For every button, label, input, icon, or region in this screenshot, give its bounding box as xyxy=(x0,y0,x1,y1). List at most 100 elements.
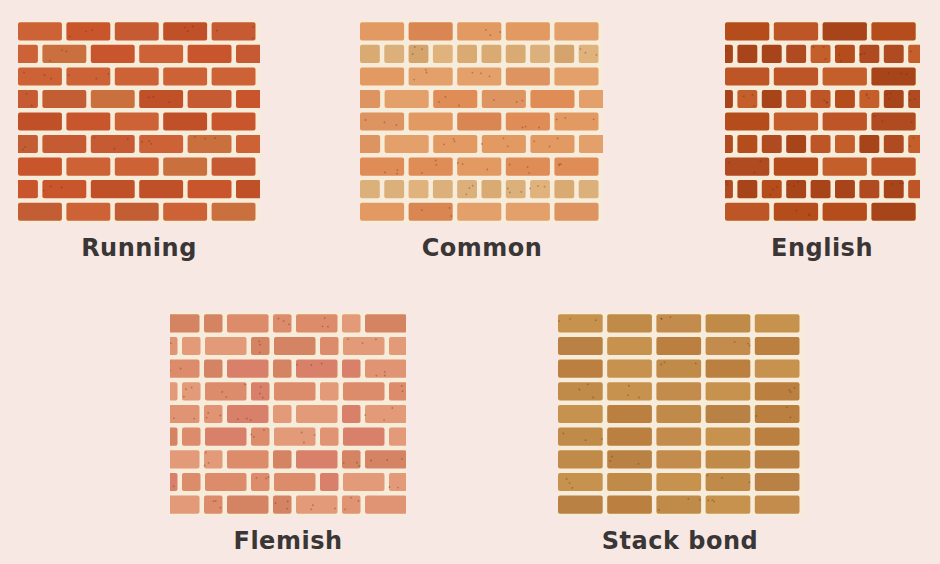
brick-speck xyxy=(537,185,539,187)
brick xyxy=(706,473,751,491)
brick xyxy=(835,135,855,153)
brick xyxy=(558,473,603,491)
brick xyxy=(170,337,178,355)
brick-speck xyxy=(322,325,324,327)
brick-speck xyxy=(706,475,708,477)
brick-speck xyxy=(288,323,290,325)
brick xyxy=(706,382,751,400)
brick xyxy=(506,158,550,176)
brick xyxy=(823,203,867,221)
brick-speck xyxy=(658,509,660,511)
brick xyxy=(755,360,800,378)
brick xyxy=(18,203,62,221)
brick-speck xyxy=(286,508,288,510)
brick xyxy=(706,428,751,446)
brick xyxy=(908,45,920,63)
brick xyxy=(365,450,406,468)
brick-speck xyxy=(481,143,483,145)
brick-speck xyxy=(485,29,487,31)
brick-speck xyxy=(364,414,366,416)
brick-speck xyxy=(688,498,690,500)
brick-speck xyxy=(68,74,70,76)
brick-speck xyxy=(260,386,262,388)
brick-speck xyxy=(208,462,210,464)
brick xyxy=(607,450,652,468)
flemish-wall xyxy=(170,312,406,516)
brick xyxy=(859,180,879,198)
brick-speck xyxy=(50,78,52,80)
brick-speck xyxy=(365,119,367,121)
brick-speck xyxy=(375,338,377,340)
brick-speck xyxy=(749,345,751,347)
brick-speck xyxy=(215,500,217,502)
brick xyxy=(457,158,501,176)
bond-label: Stack bond xyxy=(602,527,758,555)
brick xyxy=(706,337,751,355)
brick-speck xyxy=(533,140,535,142)
brick xyxy=(558,496,603,514)
brick-speck xyxy=(754,172,756,174)
brick xyxy=(554,203,598,221)
brick-speck xyxy=(275,502,277,504)
brick-speck xyxy=(287,501,289,503)
brick xyxy=(139,135,183,153)
brick-speck xyxy=(609,460,611,462)
brick xyxy=(506,67,550,85)
brick xyxy=(360,22,404,40)
brick-speck xyxy=(61,49,63,51)
brick-speck xyxy=(786,406,788,408)
brick xyxy=(656,360,701,378)
common-wall xyxy=(360,20,603,223)
brick-speck xyxy=(797,181,799,183)
brick-speck xyxy=(389,486,391,488)
brick-speck xyxy=(839,54,841,56)
brick xyxy=(656,450,701,468)
brick-speck xyxy=(450,215,452,217)
brick-speck xyxy=(445,96,447,98)
brick-speck xyxy=(252,37,254,39)
brick xyxy=(774,22,818,40)
brick-speck xyxy=(770,194,772,196)
brick-speck xyxy=(909,93,911,95)
brick-speck xyxy=(695,363,697,365)
brick-speck xyxy=(191,387,193,389)
brick xyxy=(18,135,38,153)
brick xyxy=(170,382,178,400)
brick xyxy=(737,180,757,198)
brick-speck xyxy=(727,184,729,186)
brick-speck xyxy=(258,341,260,343)
brick xyxy=(163,113,207,131)
brick-speck xyxy=(772,189,774,191)
brick xyxy=(342,450,361,468)
brick xyxy=(859,45,879,63)
brick xyxy=(871,158,915,176)
brick-speck xyxy=(91,29,93,31)
brick xyxy=(296,314,338,332)
brick-speck xyxy=(587,383,589,385)
brick-speck xyxy=(557,138,559,140)
brick-speck xyxy=(544,186,546,188)
brick-speck xyxy=(327,326,329,328)
brick xyxy=(273,450,292,468)
brick-speck xyxy=(301,432,303,434)
brick xyxy=(656,496,701,514)
brick xyxy=(91,90,135,108)
brick-speck xyxy=(49,60,51,62)
brick-speck xyxy=(401,458,403,460)
brick-speck xyxy=(237,418,239,420)
brick-speck xyxy=(421,172,423,174)
brick xyxy=(409,158,453,176)
brick xyxy=(786,90,806,108)
brick xyxy=(365,496,406,514)
brick xyxy=(365,405,406,423)
brick xyxy=(506,113,550,131)
brick-speck xyxy=(556,119,558,121)
brick-speck xyxy=(413,79,415,81)
brick-speck xyxy=(864,53,866,55)
brick-speck xyxy=(664,361,666,363)
brick-speck xyxy=(756,415,758,417)
brick xyxy=(506,22,550,40)
brick-speck xyxy=(826,102,828,104)
brick-speck xyxy=(396,173,398,175)
